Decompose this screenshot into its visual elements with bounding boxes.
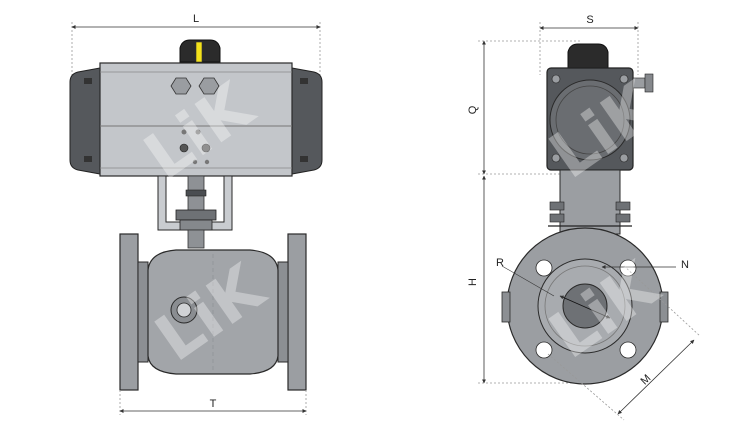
- dim-r-label: R: [496, 257, 504, 269]
- dim-h-label: H: [467, 278, 479, 286]
- actuator-body: [99, 62, 293, 177]
- actuator-end-cap-right: [291, 67, 323, 175]
- dim-q: Q: [467, 40, 580, 175]
- dim-s-label: S: [586, 14, 593, 26]
- bracket-side: [548, 169, 632, 235]
- valve-body: [147, 249, 279, 375]
- dim-q-label: Q: [467, 105, 479, 114]
- actuator-side: [546, 67, 654, 171]
- side-handle: [567, 43, 609, 69]
- dim-n-label: N: [681, 259, 689, 271]
- dim-t: T: [119, 390, 307, 415]
- actuator-handle: [179, 39, 221, 63]
- side-view: S Q H: [467, 14, 701, 421]
- dim-r: R: [496, 257, 555, 297]
- dim-m-label: M: [638, 372, 653, 387]
- right-flange: [277, 233, 307, 391]
- left-flange: [119, 233, 149, 391]
- actuator-end-cap-left: [69, 67, 101, 175]
- front-view: L: [69, 13, 323, 415]
- dim-h: H: [467, 175, 580, 384]
- dim-l-label: L: [193, 13, 199, 25]
- dim-l: L: [71, 13, 321, 165]
- dim-s: S: [539, 14, 639, 75]
- dim-t-label: T: [210, 398, 217, 410]
- dim-n: N: [601, 259, 689, 271]
- mounting-bracket: [157, 175, 233, 249]
